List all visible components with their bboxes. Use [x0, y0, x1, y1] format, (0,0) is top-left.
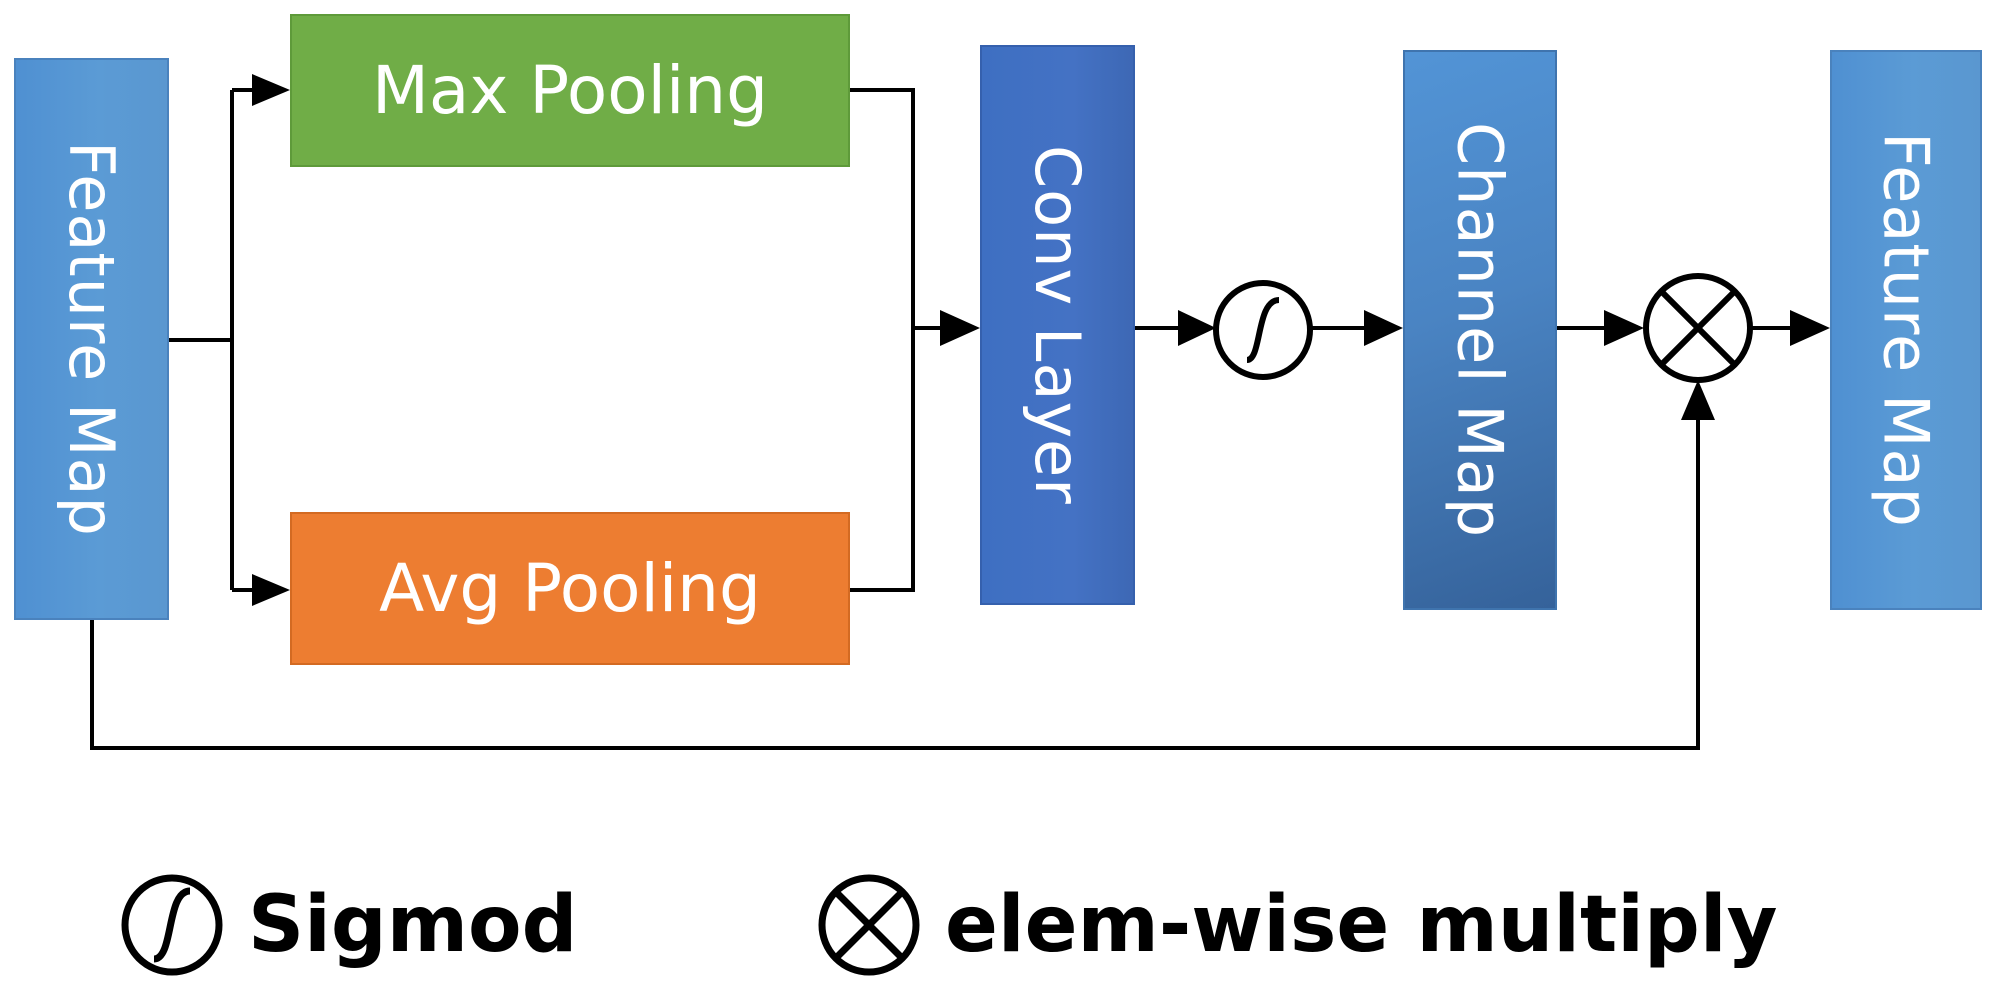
max-pooling-label: Max Pooling	[371, 52, 769, 129]
arrowhead-skip	[1681, 380, 1715, 420]
legend-multiply-label: elem-wise multiply	[945, 880, 1778, 970]
connector-skip	[90, 418, 1700, 750]
legend-sigmoid-label: Sigmod	[248, 880, 578, 970]
avg-pooling-block: Avg Pooling	[290, 512, 850, 665]
arrowhead-sigmoid	[1178, 310, 1216, 346]
channel-map-block: Channel Map	[1403, 50, 1557, 610]
channel-map-label: Channel Map	[1443, 121, 1517, 539]
feature-map-output-block: Feature Map	[1830, 50, 1982, 610]
sigmoid-icon	[1213, 280, 1313, 380]
conv-layer-label: Conv Layer	[1021, 145, 1094, 505]
elementwise-multiply-icon	[1643, 273, 1753, 383]
legend-multiply: elem-wise multiply	[815, 870, 1777, 980]
conv-layer-block: Conv Layer	[980, 45, 1135, 605]
max-pooling-block: Max Pooling	[290, 14, 850, 167]
legend-sigmoid: Sigmod	[118, 870, 577, 980]
arrowhead-multiply	[1604, 310, 1644, 346]
avg-pooling-label: Avg Pooling	[379, 550, 761, 627]
arrowhead-channel-map	[1364, 310, 1403, 346]
legend-multiply-icon	[818, 874, 920, 976]
feature-map-input-block: Feature Map	[14, 58, 169, 620]
feature-map-output-label: Feature Map	[1869, 132, 1943, 528]
feature-map-input-label: Feature Map	[55, 141, 128, 537]
arrowhead-max-pooling	[252, 74, 290, 106]
arrowhead-conv	[940, 310, 980, 346]
connector-max-pooling-out	[850, 88, 915, 592]
arrowhead-feature-map-out	[1790, 310, 1830, 346]
arrowhead-avg-pooling	[252, 574, 290, 606]
legend-sigmoid-icon	[121, 874, 223, 976]
